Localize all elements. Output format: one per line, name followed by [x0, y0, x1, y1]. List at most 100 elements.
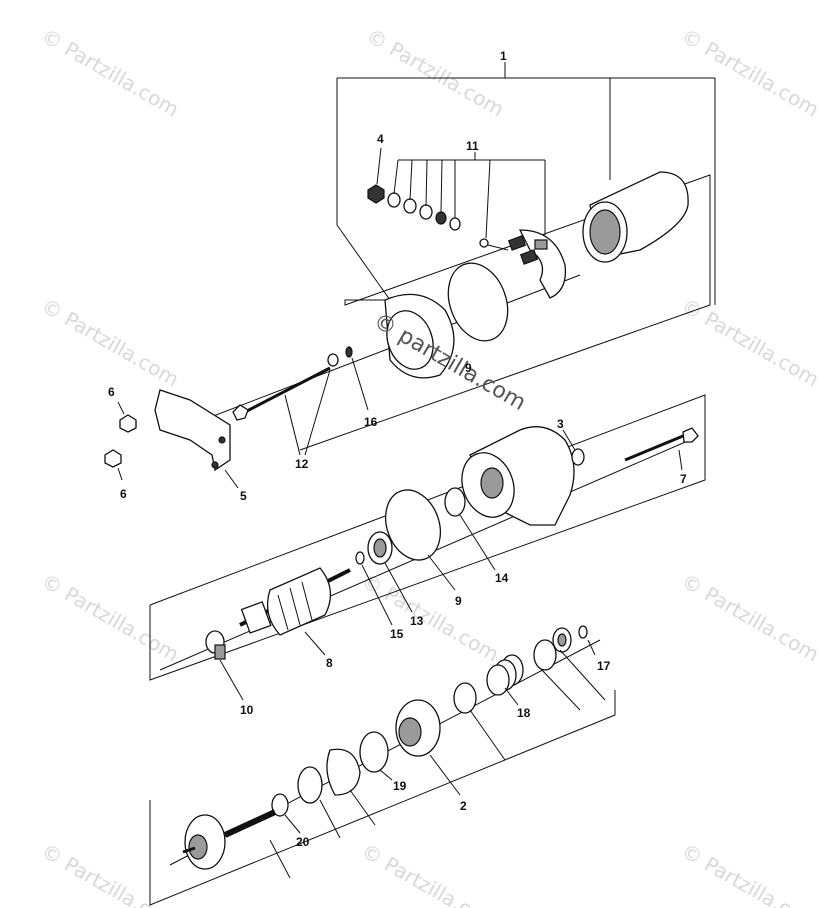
washer-part-3 — [571, 448, 585, 466]
callout-labels: 1 4 11 9 16 6 12 5 6 3 7 14 9 13 15 8 17… — [108, 49, 687, 849]
leader-2 — [429, 754, 461, 796]
callout-14: 14 — [495, 571, 509, 585]
leader — [349, 789, 376, 826]
o-ring-part-9-top — [447, 262, 509, 342]
frame-bottom — [149, 690, 616, 906]
leader — [393, 159, 399, 195]
callout-9: 9 — [465, 361, 472, 375]
leader — [269, 839, 291, 879]
armature-slot — [289, 587, 301, 626]
bolt-part-6 — [119, 414, 137, 433]
callout-3: 3 — [557, 417, 564, 431]
yoke-inner — [589, 209, 621, 255]
leader-19 — [379, 769, 393, 781]
washer — [297, 766, 323, 804]
bolt-part-6 — [104, 449, 122, 468]
callout-19: 19 — [393, 779, 407, 793]
bracket-hole — [218, 436, 226, 444]
bracket-plate — [154, 389, 231, 472]
o-ring-part-9-middle — [384, 489, 442, 561]
callout-15: 15 — [390, 627, 404, 641]
collar — [533, 639, 557, 671]
brush-holder — [487, 229, 567, 299]
sleeve — [453, 682, 477, 714]
front-housing-bore — [480, 467, 504, 499]
clip-part-15 — [355, 551, 365, 565]
clutch-hub — [398, 717, 422, 747]
washer — [387, 192, 401, 208]
callout-6: 6 — [108, 385, 115, 399]
callout-16: 16 — [364, 415, 378, 429]
screw — [487, 244, 509, 251]
bolt-shaft — [244, 366, 331, 414]
armature — [239, 567, 351, 656]
through-bolt — [232, 353, 339, 456]
brush — [519, 249, 539, 265]
callout-12: 12 — [295, 457, 309, 471]
watermark: © Partzilla.com — [678, 839, 819, 908]
brush — [534, 239, 548, 250]
leader — [376, 147, 382, 185]
clutch-group — [453, 625, 606, 714]
axis-top — [189, 274, 581, 426]
leader — [469, 709, 506, 761]
brush-plate — [518, 229, 567, 299]
callout-1: 1 — [500, 49, 507, 63]
o-ring-small — [479, 238, 489, 248]
callout-11: 11 — [466, 139, 479, 153]
ring-part-14 — [444, 487, 466, 517]
commutator — [240, 601, 272, 634]
leader — [440, 159, 443, 213]
nut-part-4 — [367, 184, 385, 204]
spring-part-18 — [486, 664, 510, 696]
leader-14 — [459, 514, 496, 571]
callout-10: 10 — [240, 703, 254, 717]
leader-5 — [224, 469, 239, 489]
shaft — [223, 809, 277, 838]
pinion-hub — [188, 834, 208, 860]
leader-12 — [304, 369, 331, 456]
washer-part-16 — [345, 346, 353, 358]
front-housing — [461, 426, 699, 526]
armature-slot — [301, 581, 313, 621]
leader-9 — [427, 554, 456, 591]
washer — [435, 211, 447, 225]
callout-17: 17 — [597, 659, 611, 673]
bracket — [104, 389, 239, 489]
callout-4: 4 — [377, 132, 384, 146]
washer-inner — [557, 633, 567, 647]
shaft-end — [182, 846, 196, 854]
part-10-tab — [214, 644, 226, 660]
callout-6: 6 — [120, 487, 127, 501]
washer — [419, 204, 433, 220]
watermark: © Partzilla.com — [678, 24, 819, 122]
watermark: © Partzilla.com — [38, 839, 184, 908]
leader-15 — [361, 564, 393, 626]
leader-8 — [304, 631, 326, 656]
callout-8: 8 — [326, 656, 333, 670]
bracket-hole — [211, 461, 219, 469]
leader-6 — [117, 467, 123, 481]
yoke-housing — [582, 171, 689, 263]
bolt-part-7-head — [682, 427, 699, 443]
clutch-plate — [326, 748, 361, 796]
leader-12 — [284, 394, 301, 456]
washer — [449, 217, 461, 231]
bolt-head — [232, 404, 249, 421]
watermark: © Partzilla.com — [38, 294, 184, 392]
watermark-layer: © Partzilla.com © Partzilla.com © Partzi… — [38, 24, 819, 908]
watermark: © Partzilla.com — [358, 839, 504, 908]
frame-assembly-1 — [299, 78, 711, 451]
leader-17 — [587, 639, 596, 656]
ring-part-19 — [359, 731, 389, 773]
leader — [559, 649, 606, 701]
leader-13 — [384, 562, 413, 613]
callout-7: 7 — [680, 472, 687, 486]
leader — [539, 667, 581, 711]
ring-part-17 — [578, 625, 588, 639]
leader — [485, 159, 491, 239]
watermark: © Partzilla.com — [38, 24, 184, 122]
callout-20: 20 — [296, 835, 310, 849]
part-10 — [205, 630, 244, 701]
